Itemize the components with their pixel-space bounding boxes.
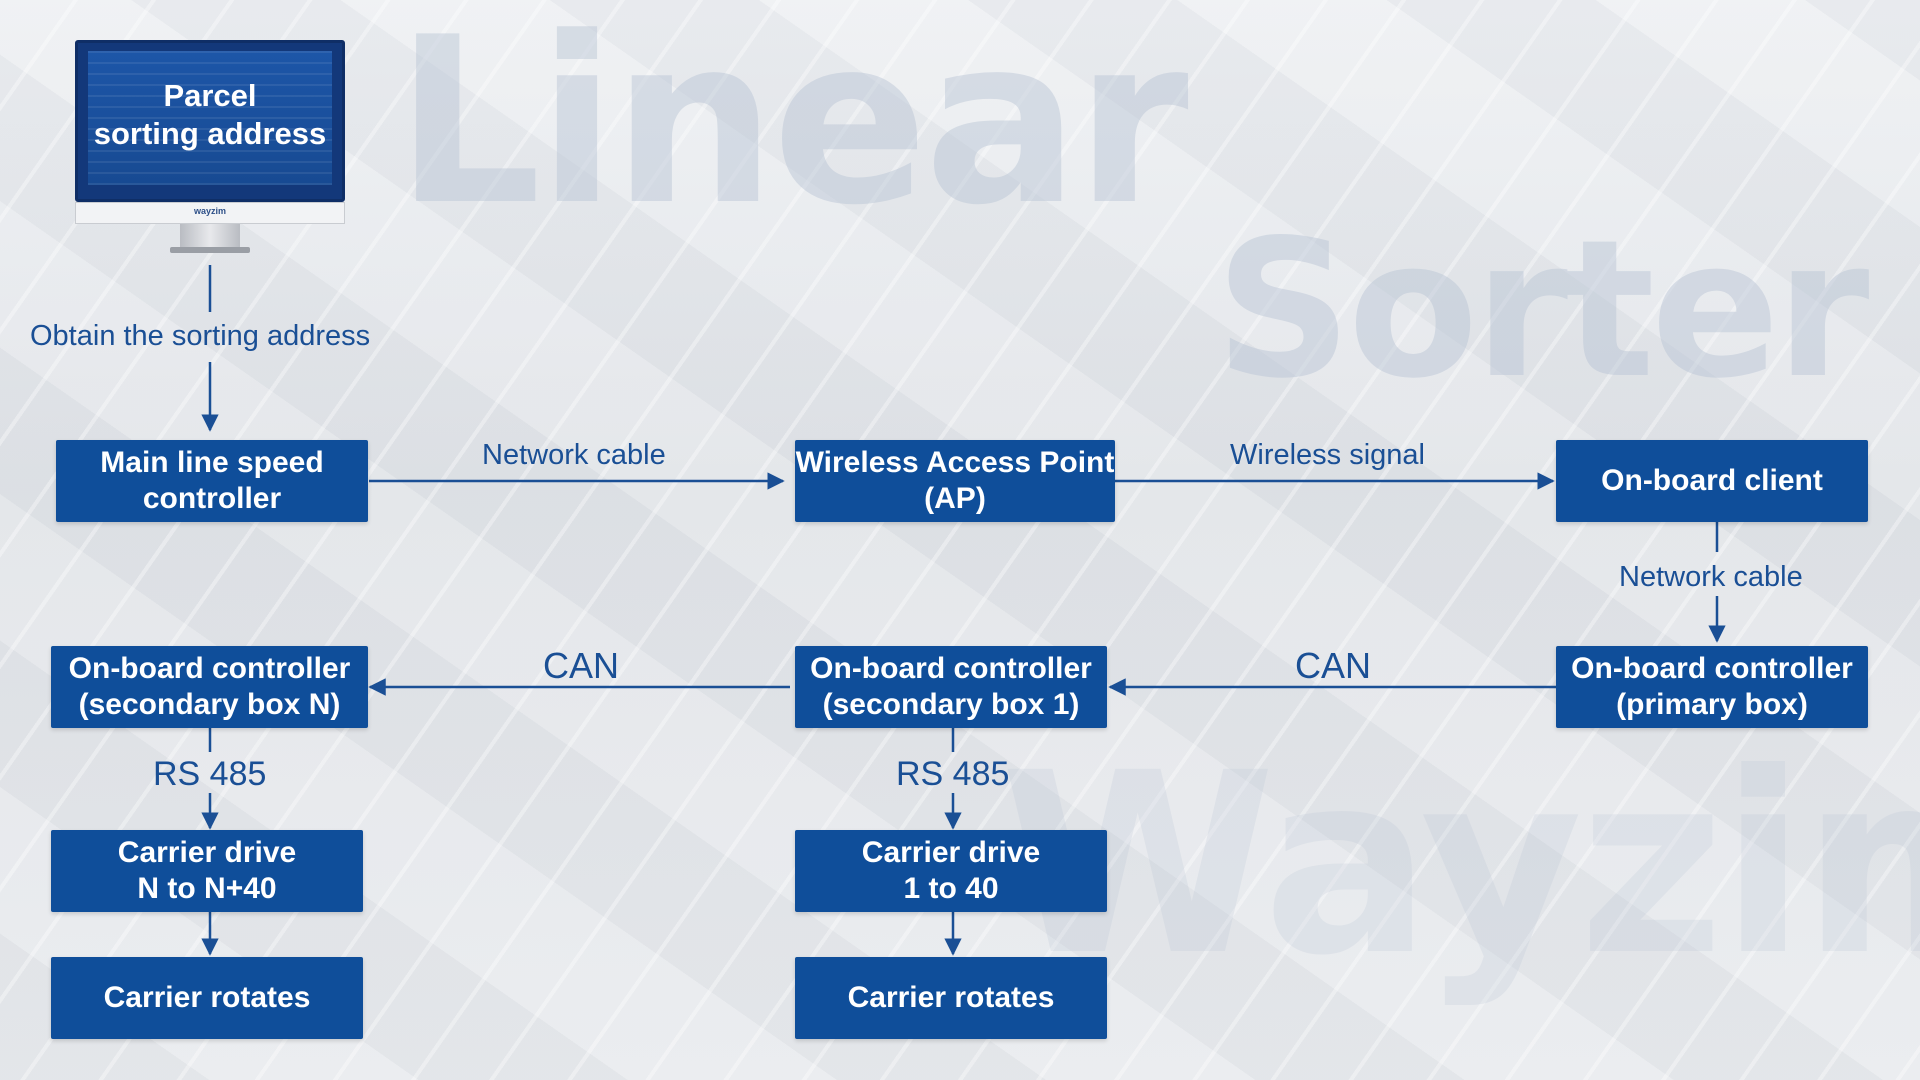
network-cable-label-2: Network cable — [1619, 561, 1803, 593]
carrier-rotates-1-node: Carrier rotates — [795, 957, 1107, 1039]
can-label-1: CAN — [543, 645, 620, 686]
parcel-sorting-address-title: Parcel sorting address — [93, 78, 327, 151]
carrier-rotates-n-node: Carrier rotates — [51, 957, 363, 1039]
obtain-sorting-address-label: Obtain the sorting address — [30, 320, 371, 352]
onboard-controller-secondary-1-node: On-board controller (secondary box 1) — [795, 646, 1107, 728]
can-label-2: CAN — [1295, 645, 1372, 686]
monitor-brand-logo: wayzim — [193, 206, 226, 216]
monitor-base — [170, 247, 250, 253]
watermark-sorter: Sorter — [1215, 199, 1869, 420]
onboard-controller-primary-node: On-board controller (primary box) — [1556, 646, 1868, 728]
watermark-linear: Linear — [395, 0, 1189, 256]
carrier-drive-1-40-node: Carrier drive 1 to 40 — [795, 830, 1107, 912]
monitor-bezel: wayzim — [75, 202, 345, 224]
carrier-drive-n-node: Carrier drive N to N+40 — [51, 830, 363, 912]
rs485-label-2: RS 485 — [896, 755, 1010, 793]
monitor-stand — [180, 224, 240, 248]
wireless-signal-label: Wireless signal — [1230, 439, 1425, 471]
main-line-speed-controller-node: Main line speed controller — [56, 440, 368, 522]
onboard-client-node: On-board client — [1556, 440, 1868, 522]
screen-ui-graphic — [88, 51, 332, 185]
watermark-brand: Wayzim — [1000, 719, 1920, 1010]
rs485-label-1: RS 485 — [153, 755, 267, 793]
wireless-access-point-node: Wireless Access Point (AP) — [795, 440, 1115, 522]
monitor-screen: Parcel sorting address — [75, 40, 345, 202]
monitor-icon: Parcel sorting address wayzim — [75, 40, 345, 265]
onboard-controller-secondary-n-node: On-board controller (secondary box N) — [51, 646, 368, 728]
network-cable-label-1: Network cable — [482, 439, 666, 471]
